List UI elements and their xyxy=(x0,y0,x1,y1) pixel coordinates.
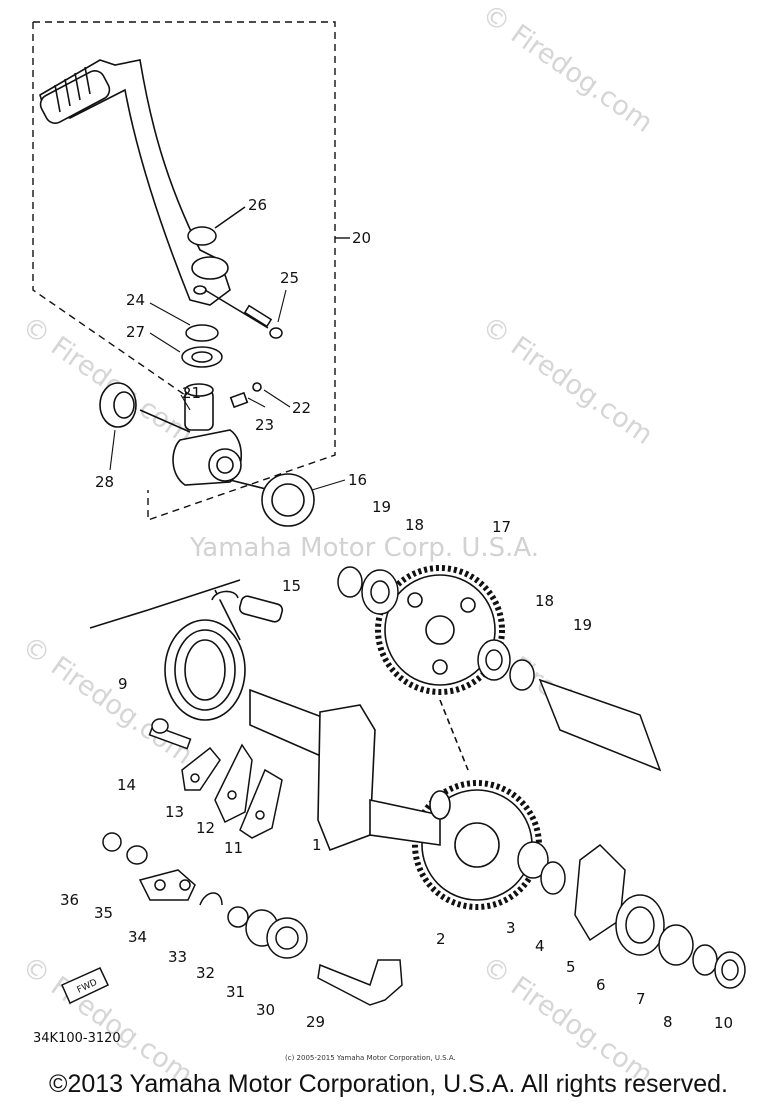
lower-left-parts xyxy=(61,832,403,1006)
small-copyright: (c) 2005-2015 Yamaha Motor Corporation, … xyxy=(285,1054,456,1062)
watermark-center: Yamaha Motor Corp. U.S.A. xyxy=(189,533,539,563)
part-label-14: 14 xyxy=(117,776,136,794)
part-label-19-lower: 19 xyxy=(573,616,592,634)
part-label-36: 36 xyxy=(60,891,79,909)
part-label-7: 7 xyxy=(636,990,646,1008)
part-label-26: 26 xyxy=(248,196,267,214)
part-label-20: 20 xyxy=(352,229,371,247)
part-label-15: 15 xyxy=(282,577,301,595)
part-label-34: 34 xyxy=(128,928,147,946)
part-label-10: 10 xyxy=(714,1014,733,1032)
part-label-23: 23 xyxy=(255,416,274,434)
part-label-3: 3 xyxy=(506,919,516,937)
leader-lines-upper xyxy=(109,289,346,491)
part-label-1: 1 xyxy=(312,836,322,854)
part-label-22: 22 xyxy=(292,399,311,417)
part-label-29: 29 xyxy=(306,1013,325,1031)
part-label-13: 13 xyxy=(165,803,184,821)
part-labels: 26 20 25 24 27 21 22 23 28 16 19 18 17 1… xyxy=(60,196,733,1032)
stopper-plates xyxy=(148,718,283,839)
part-label-5: 5 xyxy=(566,958,576,976)
part-label-17: 17 xyxy=(492,518,511,536)
kick-crank-lever xyxy=(39,59,231,306)
part-label-33: 33 xyxy=(168,948,187,966)
kick-boss-parts xyxy=(99,382,315,527)
kick-gears xyxy=(375,565,542,910)
part-label-2: 2 xyxy=(436,930,446,948)
part-label-19-upper: 19 xyxy=(372,498,391,516)
footer-copyright: ©2013 Yamaha Motor Corporation, U.S.A. A… xyxy=(49,1070,728,1098)
watermark-mid-left: © Firedog.com xyxy=(16,310,198,451)
part-label-21: 21 xyxy=(182,384,201,402)
part-label-9: 9 xyxy=(118,675,128,693)
part-label-6: 6 xyxy=(596,976,606,994)
part-label-24: 24 xyxy=(126,291,145,309)
drawing-code: 34K100-3120 xyxy=(33,1031,121,1046)
part-label-32: 32 xyxy=(196,964,215,982)
part-label-18-upper: 18 xyxy=(405,516,424,534)
part-label-11: 11 xyxy=(224,839,243,857)
part-label-30: 30 xyxy=(256,1001,275,1019)
lower-right-parts xyxy=(517,678,746,989)
part-label-18-lower: 18 xyxy=(535,592,554,610)
part-label-27: 27 xyxy=(126,323,145,341)
part-label-25: 25 xyxy=(280,269,299,287)
washers-and-clips xyxy=(337,566,535,691)
watermarks: © Firedog.com © Firedog.com © Firedog.co… xyxy=(16,0,658,1091)
kick-axle-assembly xyxy=(89,579,451,852)
part-label-16: 16 xyxy=(348,471,367,489)
part-label-8: 8 xyxy=(663,1013,673,1031)
watermark-top-right: © Firedog.com xyxy=(476,0,658,139)
watermark-mid-right: © Firedog.com xyxy=(476,310,658,451)
part-label-31: 31 xyxy=(226,983,245,1001)
part-label-28: 28 xyxy=(95,473,114,491)
kick-crank-assembly-boundary xyxy=(32,21,350,521)
part-label-4: 4 xyxy=(535,937,545,955)
kick-crank-small-parts xyxy=(181,206,283,368)
part-label-12: 12 xyxy=(196,819,215,837)
part-label-35: 35 xyxy=(94,904,113,922)
